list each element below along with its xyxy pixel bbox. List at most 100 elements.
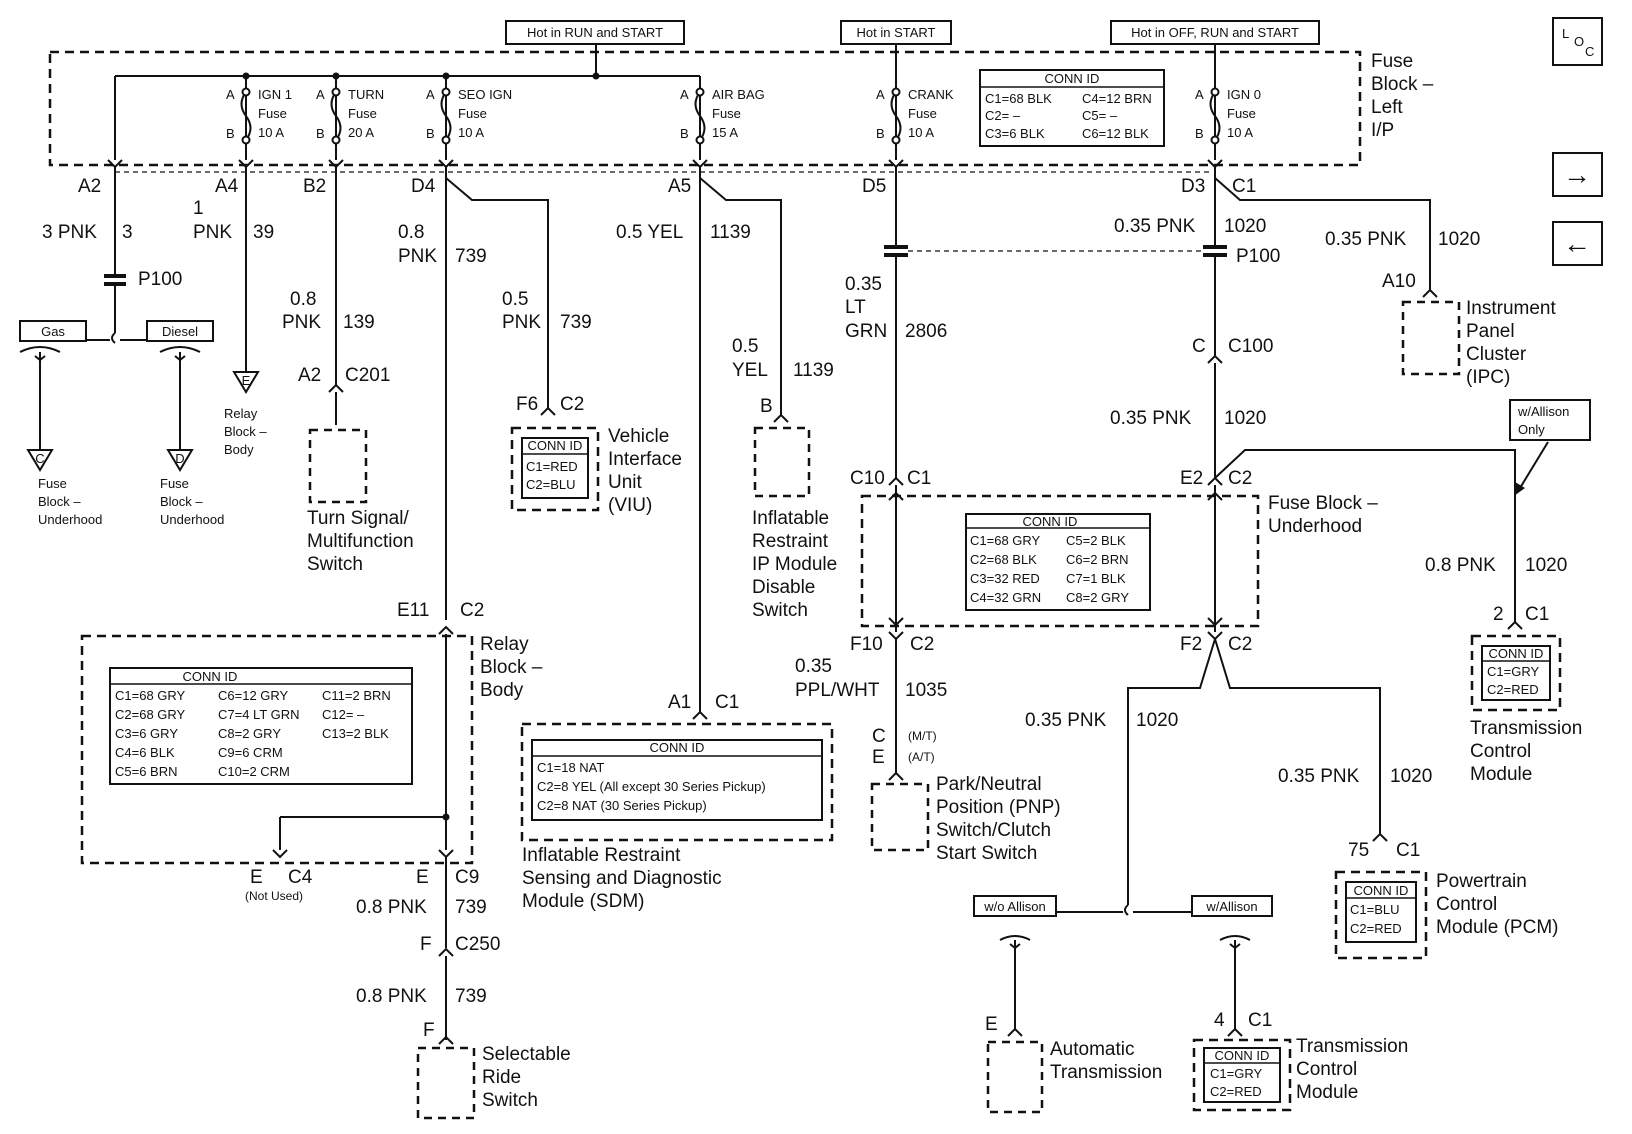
svg-text:C: C: [35, 451, 44, 466]
svg-text:B2: B2: [303, 176, 326, 197]
svg-text:C10: C10: [850, 468, 885, 489]
svg-text:Block –: Block –: [480, 657, 543, 678]
next-page-button[interactable]: →: [1552, 152, 1603, 197]
svg-text:F10: F10: [850, 634, 883, 655]
svg-text:LT: LT: [845, 297, 866, 318]
svg-text:0.35: 0.35: [795, 656, 832, 677]
svg-text:E: E: [985, 1014, 998, 1035]
svg-text:Automatic: Automatic: [1050, 1039, 1134, 1060]
svg-text:Transmission: Transmission: [1296, 1036, 1408, 1057]
svg-text:C6=12 GRY: C6=12 GRY: [218, 688, 289, 703]
power-labels: Hot in RUN and START Hot in START Hot in…: [505, 20, 1320, 45]
svg-text:C6=2 BRN: C6=2 BRN: [1066, 552, 1129, 567]
fuse-seo-a: A: [426, 87, 435, 102]
svg-text:CONN ID: CONN ID: [1023, 514, 1078, 529]
fuse-ign1-word: Fuse: [258, 106, 287, 121]
fuse-turn-b: B: [316, 126, 325, 141]
svg-text:(M/T): (M/T): [908, 729, 937, 743]
svg-text:PNK: PNK: [398, 246, 437, 267]
fuse-ign1-b: B: [226, 126, 235, 141]
fuse-airbag-word: Fuse: [712, 106, 741, 121]
fuse-seo-amp: 10 A: [458, 125, 484, 140]
fuse-turn-word: Fuse: [348, 106, 377, 121]
svg-text:Interface: Interface: [608, 449, 682, 470]
svg-text:A10: A10: [1382, 271, 1416, 292]
svg-text:PPL/WHT: PPL/WHT: [795, 680, 880, 701]
svg-text:D5: D5: [862, 176, 886, 197]
svg-text:(VIU): (VIU): [608, 495, 652, 516]
fuse-block-underhood: C10 C1 E2 C2 Fuse Block – Underhood CONN…: [850, 449, 1523, 655]
svg-text:P100: P100: [1236, 246, 1280, 267]
svg-text:E2: E2: [1180, 468, 1203, 489]
wires-left: 3 PNK 3 P100 Gas Diesel C D Fuse Block –…: [19, 167, 837, 712]
svg-text:C2: C2: [1228, 468, 1252, 489]
svg-text:C1: C1: [1248, 1010, 1272, 1031]
svg-text:739: 739: [455, 246, 487, 267]
svg-text:A5: A5: [668, 176, 691, 197]
svg-text:Position (PNP): Position (PNP): [936, 797, 1061, 818]
svg-text:C100: C100: [1228, 336, 1273, 357]
svg-text:C9=6 CRM: C9=6 CRM: [218, 745, 283, 760]
allison-split: w/o Allison w/Allison: [973, 895, 1273, 1037]
svg-text:1020: 1020: [1224, 216, 1266, 237]
svg-text:C2=RED: C2=RED: [1350, 921, 1402, 936]
svg-text:0.8 PNK: 0.8 PNK: [1425, 555, 1496, 576]
fuse-ign0-name: IGN 0: [1227, 87, 1261, 102]
svg-text:Panel: Panel: [1466, 321, 1515, 342]
fuse-ign1-a: A: [226, 87, 235, 102]
svg-text:C9: C9: [455, 867, 479, 888]
svg-text:0.8: 0.8: [398, 222, 424, 243]
svg-text:2: 2: [1493, 604, 1504, 625]
fuse-turn-amp: 20 A: [348, 125, 374, 140]
svg-text:Block –: Block –: [160, 494, 203, 509]
svg-text:Switch: Switch: [752, 600, 808, 621]
svg-text:Body: Body: [480, 680, 524, 701]
svg-text:C7=4 LT GRN: C7=4 LT GRN: [218, 707, 300, 722]
svg-text:w/Allison: w/Allison: [1517, 404, 1569, 419]
svg-text:1020: 1020: [1525, 555, 1567, 576]
svg-text:B: B: [760, 396, 773, 417]
svg-text:Body: Body: [224, 442, 254, 457]
wires-lower-right: 0.35 PNK 1020 0.35 PNK 1020 0.8 PNK 1020: [1025, 555, 1567, 905]
svg-text:Turn Signal/: Turn Signal/: [307, 508, 409, 529]
svg-text:739: 739: [455, 897, 487, 918]
svg-text:Restraint: Restraint: [752, 531, 829, 552]
svg-text:YEL: YEL: [732, 360, 768, 381]
svg-text:1035: 1035: [905, 680, 947, 701]
fuse-turn-a: A: [316, 87, 325, 102]
svg-text:Instrument: Instrument: [1466, 298, 1556, 319]
fuse-block-title-3: Left: [1371, 97, 1403, 118]
svg-text:GRN: GRN: [845, 321, 887, 342]
svg-text:C250: C250: [455, 934, 500, 955]
svg-text:CONN ID: CONN ID: [528, 438, 583, 453]
prev-page-button[interactable]: ←: [1552, 221, 1603, 266]
svg-text:A2: A2: [78, 176, 101, 197]
svg-text:C2: C2: [910, 634, 934, 655]
svg-text:F: F: [420, 934, 432, 955]
svg-text:Inflatable Restraint: Inflatable Restraint: [522, 845, 681, 866]
svg-text:E: E: [416, 867, 429, 888]
svg-text:C: C: [1585, 44, 1594, 59]
location-button[interactable]: L O C: [1552, 17, 1603, 66]
svg-text:P100: P100: [138, 269, 182, 290]
fuse-seo-word: Fuse: [458, 106, 487, 121]
svg-text:C201: C201: [345, 365, 390, 386]
svg-text:Vehicle: Vehicle: [608, 426, 669, 447]
svg-text:D4: D4: [411, 176, 436, 197]
fuse-crank-a: A: [876, 87, 885, 102]
svg-text:C7=1 BLK: C7=1 BLK: [1066, 571, 1126, 586]
svg-text:w/o Allison: w/o Allison: [983, 899, 1045, 914]
svg-text:C5=6 BRN: C5=6 BRN: [115, 764, 178, 779]
fuse-airbag-amp: 15 A: [712, 125, 738, 140]
label-hot-off-run-start: Hot in OFF, RUN and START: [1131, 25, 1299, 40]
svg-text:C2=BLU: C2=BLU: [526, 477, 576, 492]
svg-text:C3=6 BLK: C3=6 BLK: [985, 126, 1045, 141]
svg-text:C2: C2: [1228, 634, 1252, 655]
svg-text:C1=GRY: C1=GRY: [1210, 1066, 1262, 1081]
svg-text:Unit: Unit: [608, 472, 643, 493]
svg-text:C4=32 GRN: C4=32 GRN: [970, 590, 1041, 605]
svg-text:1020: 1020: [1438, 229, 1480, 250]
svg-text:1: 1: [193, 198, 204, 219]
svg-text:0.35 PNK: 0.35 PNK: [1114, 216, 1196, 237]
